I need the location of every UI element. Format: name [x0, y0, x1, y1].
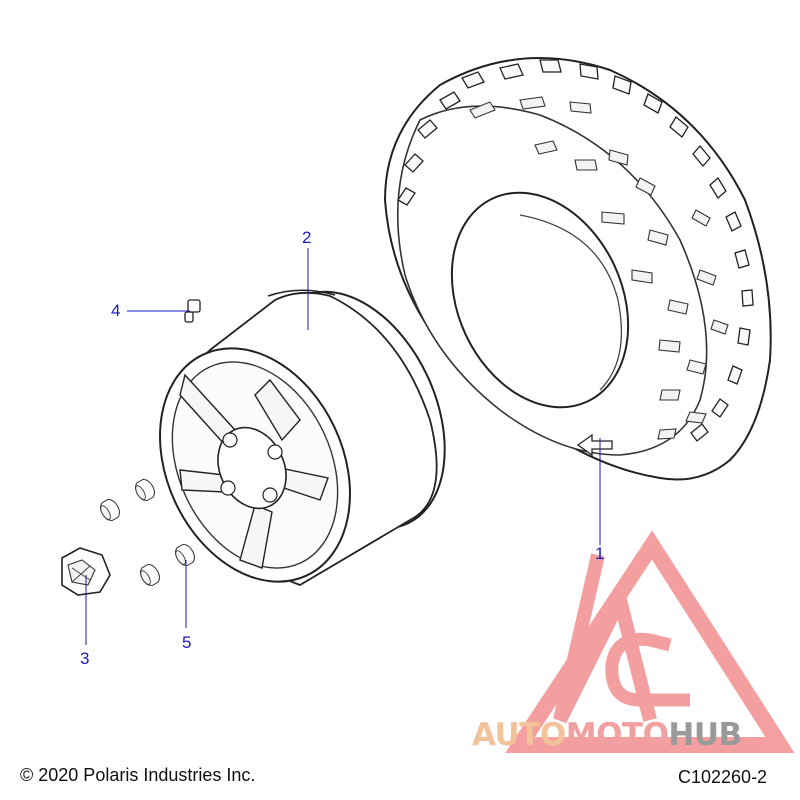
watermark-moto: MOTO — [565, 717, 669, 753]
watermark-hub: HUB — [668, 717, 742, 753]
callout-wheel: 2 — [302, 228, 312, 247]
lug-nut-icon — [61, 547, 111, 596]
callout-lug-nut: 3 — [80, 649, 90, 668]
tire-illustration — [383, 57, 772, 481]
leader-lines — [85, 248, 601, 645]
callout-stud: 5 — [182, 633, 192, 652]
watermark-auto: AUTO — [472, 717, 566, 753]
watermark-wordmark: AUTOMOTOHUB — [472, 720, 742, 751]
figure-id: C102260-2 — [678, 767, 768, 787]
callout-valve-stem: 4 — [111, 301, 121, 320]
valve-stem-icon — [184, 299, 201, 323]
wheel-illustration — [159, 289, 446, 586]
copyright-text: © 2020 Polaris Industries Inc. — [20, 765, 256, 785]
callout-tire: 1 — [595, 544, 605, 563]
watermark-logo-icon — [505, 530, 795, 753]
